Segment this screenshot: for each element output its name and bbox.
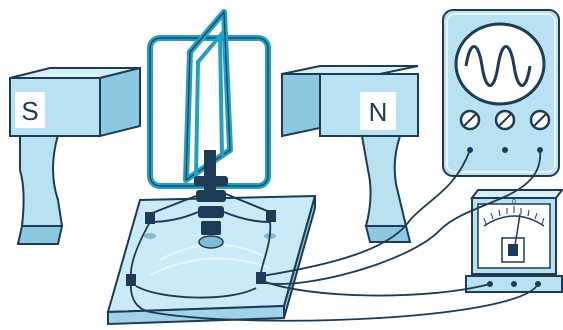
magnet-south: S bbox=[10, 68, 140, 244]
galvanometer-icon: 0 bbox=[466, 190, 562, 292]
oscilloscope-icon bbox=[443, 10, 559, 176]
magnet-label-n: N bbox=[369, 97, 388, 127]
oscilloscope-knobs bbox=[461, 111, 549, 129]
magnet-label-s: S bbox=[21, 96, 38, 126]
galvanometer-zero-label: 0 bbox=[512, 199, 516, 206]
